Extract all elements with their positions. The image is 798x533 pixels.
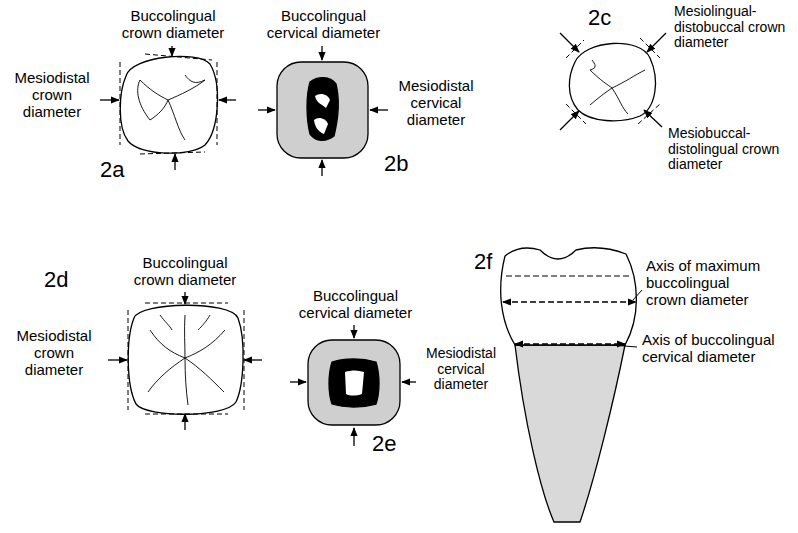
- dimension-label: Mesiobuccal-distolingual crown diameter: [668, 126, 792, 173]
- dimension-label: Mesiodistal cervical diameter: [390, 78, 482, 128]
- figure-number: 2b: [384, 152, 424, 177]
- pulp: [329, 359, 379, 407]
- axis-label: Axis of buccolingual cervical diameter: [642, 332, 778, 366]
- dimension-label: Buccolingual crown diameter: [126, 255, 244, 289]
- dimension-label: Mesiodistal crown diameter: [8, 328, 100, 378]
- pulp: [307, 78, 338, 141]
- figure-number: 2e: [372, 432, 412, 457]
- crown-outline: [120, 56, 217, 153]
- crown-side: [501, 248, 637, 345]
- dimension-label: Buccolingual cervical diameter: [288, 288, 423, 322]
- figure-number: 2a: [100, 158, 140, 183]
- dimension-label: Buccolingual crown diameter: [114, 8, 232, 42]
- axis-label: Axis of maximum buccolingual crown diame…: [646, 258, 770, 308]
- cervical-outline: [277, 62, 368, 158]
- dimension-label: Mesiodistal crown diameter: [6, 70, 98, 120]
- crown-outline: [569, 43, 655, 120]
- figure-number: 2f: [474, 250, 514, 275]
- dimension-label: Mesiodistal cervical diameter: [418, 346, 504, 393]
- dimension-label: Buccolingual cervical diameter: [256, 8, 391, 42]
- crown-outline: [128, 305, 243, 414]
- figure-number: 2c: [588, 6, 628, 31]
- dimension-label: Mesiolingual-distobuccal crown diameter: [674, 4, 792, 51]
- cervical-outline: [308, 340, 400, 425]
- root: [515, 345, 625, 522]
- figure-number: 2d: [44, 268, 84, 293]
- fissure: [138, 75, 205, 140]
